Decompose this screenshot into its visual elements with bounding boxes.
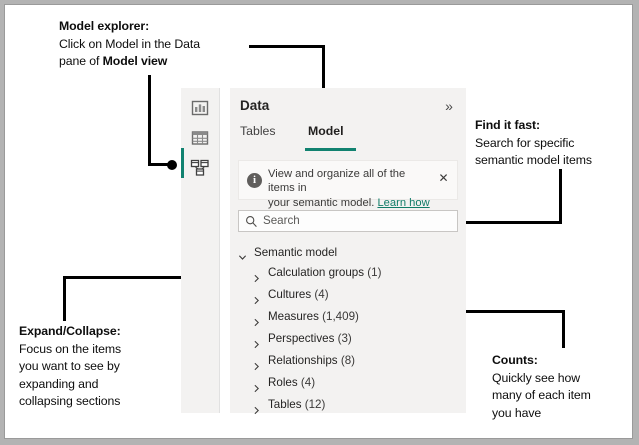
tree-item-count: (1,409) [322, 310, 359, 323]
rail-pane-gap [220, 88, 230, 413]
screenshot-canvas: Model explorer: Click on Model in the Da… [4, 4, 633, 439]
callout-model-explorer: Model explorer: Click on Model in the Da… [59, 18, 259, 71]
tree-item-count: (8) [340, 354, 356, 367]
callout-counts-heading: Counts: [492, 353, 538, 367]
callout-find-it-fast-line1: Search for specific [475, 135, 575, 150]
model-view-icon[interactable] [190, 158, 210, 178]
tree-item-label: Tables (12) [268, 394, 325, 416]
tree-item-label: Roles (4) [268, 372, 315, 394]
report-view-icon[interactable] [190, 98, 210, 118]
callout-model-explorer-line2: pane of Model view [59, 53, 259, 71]
connector-model-view-h [148, 163, 173, 166]
close-icon[interactable]: ✕ [438, 171, 449, 185]
tree-item-label: Measures (1,409) [268, 306, 359, 328]
tree-item-name: Cultures [268, 288, 312, 301]
chevron-right-icon [252, 269, 261, 291]
callout-expand-collapse-line3: expanding and [19, 376, 99, 391]
tab-model[interactable]: Model [308, 124, 344, 138]
callout-counts-line1: Quickly see how [492, 370, 581, 385]
tree-item-cultures[interactable]: Cultures (4) [230, 284, 466, 306]
view-rail [181, 88, 220, 413]
callout-counts-line2: many of each item [492, 388, 591, 402]
connector-model-explorer-v [322, 45, 325, 115]
tree-item-roles[interactable]: Roles (4) [230, 372, 466, 394]
callout-expand-collapse: Expand/Collapse: Focus on the items you … [19, 323, 179, 411]
callout-find-it-fast: Find it fast: Search for specific semant… [475, 117, 632, 170]
callout-model-explorer-line1: Click on Model in the Data [59, 36, 200, 51]
learn-how-link[interactable]: Learn how [377, 196, 430, 209]
pane-title: Data [240, 98, 270, 113]
chevron-right-icon [252, 357, 261, 379]
tree-item-name: Perspectives [268, 332, 335, 345]
callout-model-explorer-line2-pre: pane of [59, 54, 103, 68]
tree-root-semantic-model[interactable]: Semantic model [230, 243, 466, 262]
data-pane: Data » Tables Model i View and organize … [230, 88, 466, 416]
connector-find-it-fast-h [401, 221, 562, 224]
tree-item-name: Tables [268, 398, 302, 411]
table-view-icon[interactable] [190, 128, 210, 148]
tree-item-perspectives[interactable]: Perspectives (3) [230, 328, 466, 350]
callout-counts-line3: you have [492, 405, 542, 420]
tree-item-count: (12) [304, 398, 326, 411]
search-placeholder: Search [263, 214, 300, 227]
tree-item-count: (4) [300, 376, 316, 389]
tree-item-calculation-groups[interactable]: Calculation groups (1) [230, 262, 466, 284]
info-banner-line1: View and organize all of the items in [268, 168, 406, 195]
callout-find-it-fast-heading: Find it fast: [475, 118, 540, 132]
chevron-right-icon [252, 313, 261, 335]
connector-model-explorer-h [249, 45, 325, 48]
chevron-right-icon [252, 379, 261, 401]
tree-item-relationships[interactable]: Relationships (8) [230, 350, 466, 372]
tree-root-label: Semantic model [254, 246, 338, 259]
tree-item-name: Measures [268, 310, 319, 323]
search-input[interactable]: Search [238, 210, 458, 232]
tree-item-label: Cultures (4) [268, 284, 329, 306]
callout-find-it-fast-line2: semantic model items [475, 153, 592, 167]
tree-item-name: Calculation groups [268, 266, 365, 279]
callout-counts: Counts: Quickly see how many of each ite… [492, 352, 632, 422]
tab-model-active-underline [305, 148, 356, 151]
tree-item-count: (1) [367, 266, 382, 279]
pane-tabs: Tables Model [230, 124, 466, 152]
connector-counts-v [562, 310, 565, 348]
tab-tables[interactable]: Tables [240, 124, 276, 138]
tree-item-name: Relationships [268, 354, 338, 367]
connector-find-it-fast-v [559, 169, 562, 223]
tree-item-name: Roles [268, 376, 298, 389]
chevron-right-icon [252, 291, 261, 313]
info-banner-line2: your semantic model. [268, 196, 378, 209]
callout-model-explorer-heading: Model explorer: [59, 19, 150, 33]
chevron-down-icon [238, 249, 247, 268]
collapse-pane-icon[interactable]: » [445, 98, 453, 114]
callout-expand-collapse-line1: Focus on the items [19, 341, 122, 356]
view-rail-selection-indicator [181, 148, 184, 178]
callout-expand-collapse-line2: you want to see by [19, 359, 120, 373]
tree-item-measures[interactable]: Measures (1,409) [230, 306, 466, 328]
connector-model-view-dot [167, 160, 177, 170]
callout-model-explorer-line2-bold: Model view [102, 54, 168, 68]
chevron-right-icon [252, 401, 261, 423]
info-banner: i View and organize all of the items in … [238, 160, 458, 221]
tree-item-count: (4) [314, 288, 329, 301]
tree-item-label: Relationships (8) [268, 350, 355, 372]
tree-item-label: Perspectives (3) [268, 328, 352, 350]
tree-item-count: (3) [337, 332, 352, 345]
tree-item-tables[interactable]: Tables (12) [230, 394, 466, 416]
search-icon [245, 215, 258, 228]
power-bi-data-panel: Data » Tables Model i View and organize … [181, 88, 466, 416]
connector-expand-collapse-v [63, 276, 66, 321]
tree-item-label: Calculation groups (1) [268, 262, 381, 284]
callout-expand-collapse-line4: collapsing sections [19, 394, 121, 408]
connector-model-view-v [148, 75, 151, 166]
semantic-model-tree: Semantic model Calculation groups (1) [230, 243, 466, 416]
info-icon: i [247, 173, 262, 188]
connector-expand-collapse-h [63, 276, 233, 279]
chevron-right-icon [252, 335, 261, 357]
callout-expand-collapse-heading: Expand/Collapse: [19, 324, 121, 338]
